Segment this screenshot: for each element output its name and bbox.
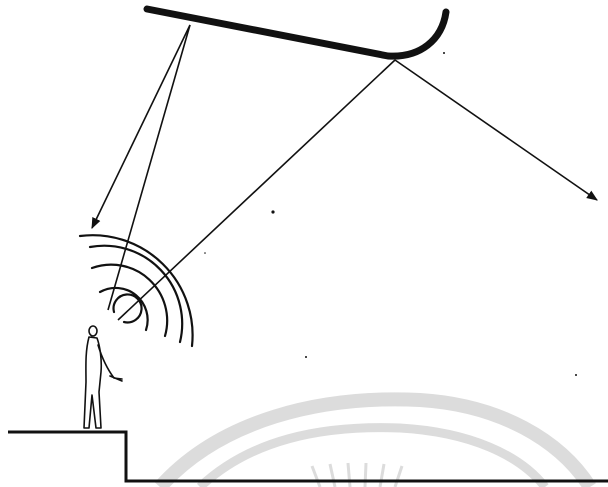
figure-body: [84, 337, 101, 428]
stage-floor: [8, 432, 608, 481]
figure-head: [89, 326, 97, 336]
watermark: [160, 399, 590, 487]
watermark-arc-inner: [200, 428, 545, 487]
reflected-rays: [92, 25, 597, 320]
wave-arc-3: [92, 265, 167, 336]
specks: [204, 52, 577, 376]
wave-arc-4: [90, 246, 182, 342]
wave-arc-1: [114, 294, 142, 322]
reflector-panel: [147, 9, 446, 56]
watermark-arc-outer: [160, 399, 590, 487]
speaker-figure: [84, 326, 122, 428]
watermark-rays: [312, 463, 402, 487]
ray-to-source: [108, 25, 190, 310]
ray-down-right: [395, 60, 597, 200]
ray-from-source: [118, 60, 395, 320]
